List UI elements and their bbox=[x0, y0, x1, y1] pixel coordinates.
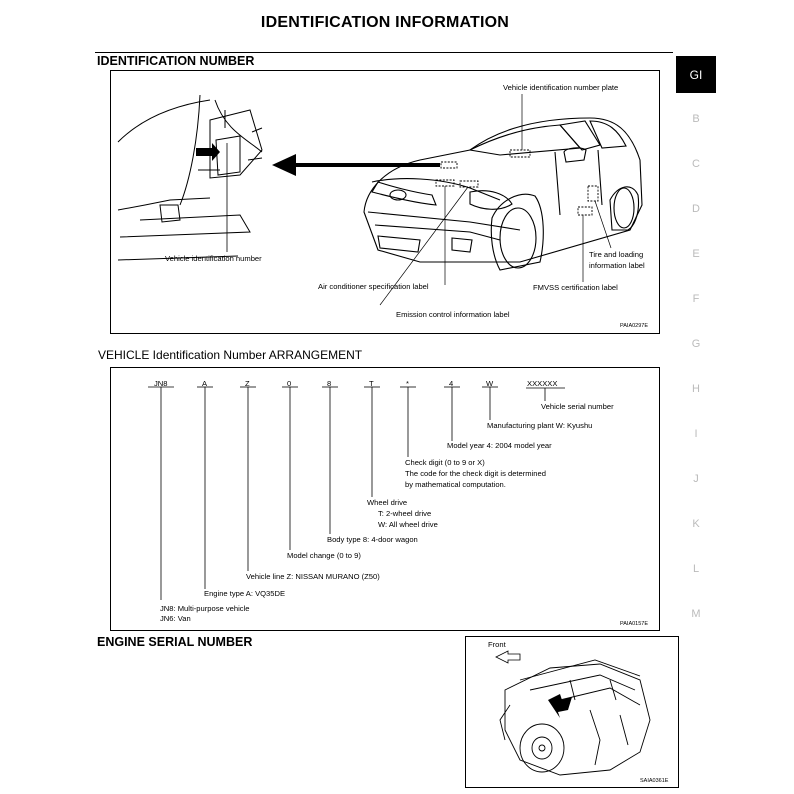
tab-h[interactable]: H bbox=[692, 383, 700, 395]
page-title: IDENTIFICATION INFORMATION bbox=[260, 14, 510, 31]
label-fmvss: FMVSS certification label bbox=[533, 283, 618, 292]
section-title-vin-arrangement: VEHICLE Identification Number ARRANGEMEN… bbox=[98, 348, 363, 362]
vin-desc-drive-1: Wheel drive bbox=[367, 498, 408, 507]
vin-desc-check-1: Check digit (0 to 9 or X) bbox=[405, 458, 485, 467]
tab-l[interactable]: L bbox=[692, 563, 700, 575]
tab-d[interactable]: D bbox=[692, 203, 700, 215]
label-emission: Emission control information label bbox=[396, 310, 510, 319]
vin-code-line: Z bbox=[245, 379, 250, 388]
vin-code-year: 4 bbox=[449, 379, 454, 388]
vin-desc-engine: Engine type A: VQ35DE bbox=[204, 589, 286, 598]
tab-f[interactable]: F bbox=[692, 293, 700, 305]
label-tire-1: Tire and loading bbox=[589, 250, 644, 259]
engine-illustration bbox=[499, 659, 651, 776]
vin-desc-year: Model year 4: 2004 model year bbox=[447, 441, 552, 450]
inset-arrow-icon bbox=[196, 143, 220, 161]
vin-desc-check-2: The code for the check digit is determin… bbox=[405, 469, 546, 478]
vin-desc-plant: Manufacturing plant W: Kyushu bbox=[487, 421, 593, 430]
label-tire-2: information label bbox=[589, 261, 645, 270]
vin-code-jn8: JN8 bbox=[154, 379, 168, 388]
section-rule bbox=[95, 52, 673, 53]
tab-e[interactable]: E bbox=[692, 248, 700, 260]
vin-desc-line: Vehicle line Z: NISSAN MURANO (Z50) bbox=[246, 572, 380, 581]
figure-ref: PAIA0297E bbox=[620, 323, 649, 329]
vin-code-plant: W bbox=[486, 379, 494, 388]
label-vin-plate: Vehicle identification number plate bbox=[503, 83, 619, 92]
engine-front-label: Front bbox=[488, 640, 506, 649]
vin-desc-body: Body type 8: 4-door wagon bbox=[327, 535, 418, 544]
engine-figure bbox=[465, 636, 679, 788]
vin-code-serial: XXXXXX bbox=[527, 379, 558, 388]
tab-k[interactable]: K bbox=[692, 518, 700, 530]
tab-j[interactable]: J bbox=[693, 473, 699, 485]
vin-arrangement-figure bbox=[110, 367, 660, 631]
vin-desc-check-3: by mathematical computation. bbox=[405, 480, 506, 489]
vin-desc-jn6: JN6: Van bbox=[160, 614, 191, 623]
tab-g[interactable]: G bbox=[691, 338, 701, 350]
label-ac: Air conditioner specification label bbox=[318, 282, 429, 291]
tab-c[interactable]: C bbox=[692, 158, 700, 170]
big-arrow-icon bbox=[272, 154, 440, 176]
front-arrow-icon bbox=[495, 650, 521, 664]
vin-desc-model-change: Model change (0 to 9) bbox=[287, 551, 361, 560]
engine-serial-arrow-icon bbox=[548, 694, 572, 718]
vin-figure-ref: PAIA0157E bbox=[620, 621, 649, 627]
car-label-markers bbox=[435, 149, 599, 216]
tab-b[interactable]: B bbox=[692, 113, 700, 125]
section-title-identification-number: IDENTIFICATION NUMBER bbox=[97, 54, 255, 68]
vin-code-model-change: 0 bbox=[287, 379, 292, 388]
vin-code-body: 8 bbox=[327, 379, 332, 388]
vin-desc-jn8: JN8: Multi-purpose vehicle bbox=[160, 604, 250, 613]
vin-desc-drive-2: T: 2-wheel drive bbox=[378, 509, 432, 518]
tab-i[interactable]: I bbox=[694, 428, 698, 440]
vin-code-engine: A bbox=[202, 379, 208, 388]
tab-m[interactable]: M bbox=[691, 608, 701, 620]
tab-gi[interactable]: GI bbox=[676, 56, 716, 93]
leader-lines bbox=[379, 94, 612, 306]
vin-code-check: * bbox=[406, 379, 409, 388]
door-jamb-illustration bbox=[117, 94, 263, 261]
vin-desc-drive-3: W: All wheel drive bbox=[378, 520, 438, 529]
vin-desc-serial: Vehicle serial number bbox=[541, 402, 614, 411]
section-title-engine-serial: ENGINE SERIAL NUMBER bbox=[97, 635, 253, 649]
identification-figure bbox=[110, 70, 660, 334]
vin-code-drive: T bbox=[369, 379, 374, 388]
car-illustration bbox=[363, 117, 643, 271]
engine-figure-ref: SAIA0361E bbox=[640, 778, 669, 784]
label-vin: Vehicle identification number bbox=[165, 254, 262, 263]
